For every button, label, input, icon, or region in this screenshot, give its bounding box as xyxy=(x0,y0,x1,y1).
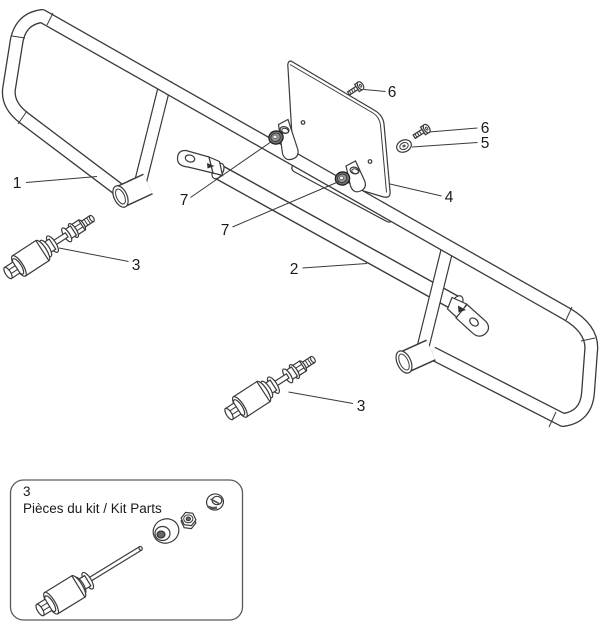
screw-1 xyxy=(345,79,366,98)
kit-nut xyxy=(180,511,197,530)
bend-mark xyxy=(11,35,26,39)
guard-frame-tube xyxy=(1,9,599,428)
leader-line-7b xyxy=(232,181,340,228)
leader-line-1 xyxy=(25,176,98,183)
leader-line-6a xyxy=(363,89,386,92)
leader-line-7a xyxy=(190,141,272,198)
cross-tube-left-bracket xyxy=(176,149,224,177)
mount-sleeve-right xyxy=(395,339,436,374)
bend-mark xyxy=(548,411,557,428)
guard-frame-struts xyxy=(133,78,455,353)
bend-mark xyxy=(565,306,573,321)
bend-mark xyxy=(580,337,596,342)
leader-line-3b xyxy=(288,391,354,404)
plate-hole xyxy=(300,120,306,125)
orientation-arrow-icon xyxy=(207,163,215,169)
callout-6a: 6 xyxy=(388,84,397,101)
leader-line-4 xyxy=(389,183,442,197)
spacer-bolt-assembly-1 xyxy=(0,206,101,286)
spacer-bolt-assembly-2 xyxy=(219,347,322,427)
leader-line-3a xyxy=(58,247,129,262)
plate-tab-1 xyxy=(277,118,299,161)
kit-cap-nut xyxy=(205,493,225,511)
callout-4: 4 xyxy=(445,189,454,206)
kit-parts-box: 3 Pièces du kit / Kit Parts xyxy=(9,479,244,621)
kit-box-number: 3 xyxy=(23,484,31,499)
kit-bushing xyxy=(152,518,180,544)
callout-6b: 6 xyxy=(481,120,490,137)
finishing-washer xyxy=(396,139,412,153)
mount-sleeve-left xyxy=(112,173,153,208)
kit-box-title: Pièces du kit / Kit Parts xyxy=(23,501,162,516)
leader-line-5 xyxy=(411,142,478,148)
callout-7a: 7 xyxy=(180,192,189,209)
callout-7b: 7 xyxy=(221,222,230,239)
bend-mark xyxy=(46,12,54,26)
plate-tab-2 xyxy=(345,160,366,193)
kit-bolt xyxy=(35,545,143,617)
cross-tube xyxy=(176,149,490,337)
callout-2: 2 xyxy=(290,261,299,278)
callouts: 1 2 3 3 4 5 6 6 7 7 xyxy=(13,84,490,415)
orientation-arrow-icon xyxy=(458,305,466,313)
callout-3b: 3 xyxy=(357,398,366,415)
leader-line-6b xyxy=(428,127,478,133)
bend-mark xyxy=(17,110,28,125)
callout-3a: 3 xyxy=(132,257,141,274)
leader-line-2 xyxy=(302,263,368,269)
plate-hole xyxy=(367,159,373,164)
callout-1: 1 xyxy=(13,175,22,192)
screw-2 xyxy=(410,122,433,142)
callout-5: 5 xyxy=(481,135,490,152)
cross-tube-right-bracket xyxy=(446,296,490,337)
